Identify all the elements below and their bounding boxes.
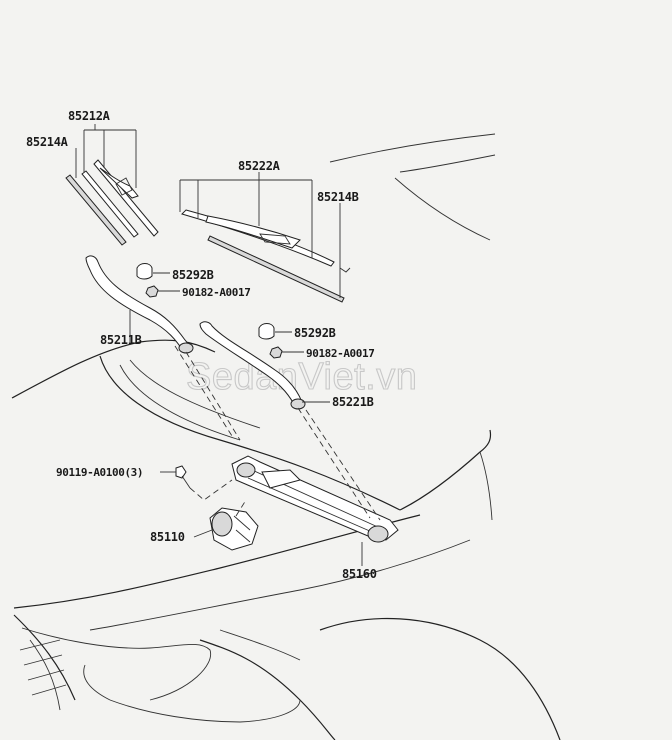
label-85211B: 85211B — [100, 333, 142, 347]
label-85214A: 85214A — [26, 135, 69, 149]
leader-lines — [75, 124, 363, 566]
right-wiper-arm — [199, 321, 306, 410]
label-85212A: 85212A — [68, 109, 111, 123]
left-wiper-arm — [85, 255, 194, 354]
label-85222A: 85222A — [238, 159, 281, 173]
right-wiper-blade-assy — [181, 209, 351, 303]
label-90182-right: 90182-A0017 — [306, 347, 374, 360]
label-85221B: 85221B — [332, 395, 374, 409]
label-85292B-left: 85292B — [172, 268, 214, 282]
left-wiper-blade-assy — [65, 159, 159, 246]
cap-nut-right — [258, 323, 283, 359]
assembly-dashed-lines — [174, 345, 381, 521]
label-85292B-right: 85292B — [294, 326, 336, 340]
label-85214B: 85214B — [317, 190, 359, 204]
part-labels: 85212A 85214A 85222A 85214B 85292B 90182… — [26, 109, 377, 581]
label-90119: 90119-A0100(3) — [56, 466, 143, 479]
label-85160: 85160 — [342, 567, 377, 581]
vehicle-body-outline — [11, 133, 561, 740]
label-85110: 85110 — [150, 530, 185, 544]
label-90182-left: 90182-A0017 — [182, 286, 250, 299]
wiper-link-assy — [231, 455, 399, 543]
bolt — [175, 465, 191, 489]
cap-nut-left — [136, 263, 159, 298]
watermark: SedanViet.vn — [186, 356, 417, 398]
wiper-motor — [209, 507, 259, 551]
